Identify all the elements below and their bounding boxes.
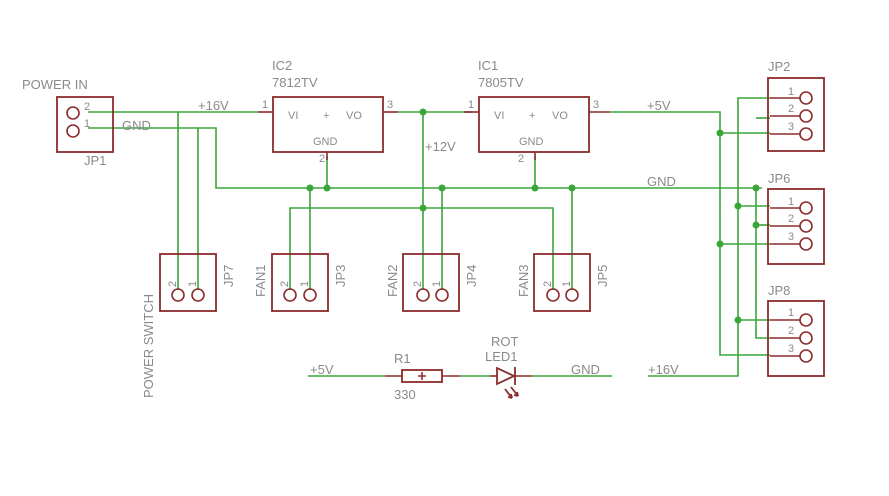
ic1-pin1: 1 <box>468 99 474 111</box>
net-gnd-jp1: GND <box>122 118 151 133</box>
led1-label: LED1 <box>485 349 518 364</box>
jp3-pin1: 1 <box>299 281 311 287</box>
jp2-label: JP2 <box>768 59 790 74</box>
jp2-pin2: 2 <box>788 103 794 115</box>
jp8-label: JP8 <box>768 283 790 298</box>
net-12v: +12V <box>425 139 456 154</box>
jp1-pin1: 1 <box>84 118 90 130</box>
jp5-pin1: 1 <box>561 281 573 287</box>
ic2-vi: VI <box>288 110 298 122</box>
jp1-pin2: 2 <box>84 101 90 113</box>
ic1-regulator: IC1 7805TV VI + VO GND 1 3 2 <box>464 58 610 165</box>
jp7-label: JP7 <box>221 265 236 287</box>
net-5v-bottom: +5V <box>310 362 334 377</box>
ic1-value: 7805TV <box>478 75 524 90</box>
net-16v-top: +16V <box>198 98 229 113</box>
jp5-pin2: 2 <box>542 281 554 287</box>
ic2-label: IC2 <box>272 58 292 73</box>
jp6-label: JP6 <box>768 171 790 186</box>
ic1-gnd: GND <box>519 136 544 148</box>
ic1-vo: VO <box>552 110 568 122</box>
fan3-label: FAN3 <box>516 264 531 297</box>
jp1-label: JP1 <box>84 153 106 168</box>
jp6-pin2: 2 <box>788 213 794 225</box>
jp7-pin1: 1 <box>187 281 199 287</box>
ic1-label: IC1 <box>478 58 498 73</box>
junctions <box>306 108 760 324</box>
jp8-pin3: 3 <box>788 343 794 355</box>
ic1-plus: + <box>529 110 535 122</box>
fan1-label: FAN1 <box>253 264 268 297</box>
jp8-pin1: 1 <box>788 307 794 319</box>
jp2-connector: JP2 1 2 3 <box>767 59 825 152</box>
ic2-pin2: 2 <box>319 153 325 165</box>
power-switch-label: POWER SWITCH <box>141 294 156 398</box>
ic2-plus: + <box>323 110 329 122</box>
jp7-connector: 2 1 JP7 POWER SWITCH <box>141 253 236 398</box>
led-color-label: ROT <box>491 334 519 349</box>
jp8-connector: JP8 1 2 3 <box>767 283 825 377</box>
net-labels: +16V GND +12V +5V GND +5V GND +16V <box>122 98 679 377</box>
jp3-label: JP3 <box>333 265 348 287</box>
jp6-pin3: 3 <box>788 231 794 243</box>
ic2-pin1: 1 <box>262 99 268 111</box>
jp7-pin2: 2 <box>167 281 179 287</box>
net-16v-bottom: +16V <box>648 362 679 377</box>
jp2-pin1: 1 <box>788 86 794 98</box>
net-gnd-bottom: GND <box>571 362 600 377</box>
jp3-connector: 2 1 JP3 FAN1 <box>253 253 348 312</box>
net-gnd-bus: GND <box>647 174 676 189</box>
r1-resistor: R1 330 <box>385 351 460 402</box>
jp6-connector: JP6 1 2 3 <box>767 171 825 265</box>
ic2-value: 7812TV <box>272 75 318 90</box>
ic2-vo: VO <box>346 110 362 122</box>
wires <box>88 97 770 377</box>
jp4-connector: 2 1 JP4 FAN2 <box>385 253 479 312</box>
jp4-pin1: 1 <box>431 281 443 287</box>
r1-value: 330 <box>394 387 416 402</box>
jp6-pin1: 1 <box>788 196 794 208</box>
ic1-pin2: 2 <box>518 153 524 165</box>
ic2-gnd: GND <box>313 136 338 148</box>
ic2-pin3: 3 <box>387 99 393 111</box>
net-5v-top: +5V <box>647 98 671 113</box>
r1-label: R1 <box>394 351 411 366</box>
jp5-label: JP5 <box>595 265 610 287</box>
fan2-label: FAN2 <box>385 264 400 297</box>
power-in-label: POWER IN <box>22 77 88 92</box>
jp4-pin2: 2 <box>412 281 424 287</box>
jp3-pin2: 2 <box>279 281 291 287</box>
jp2-pin3: 3 <box>788 121 794 133</box>
jp5-connector: 2 1 JP5 FAN3 <box>516 253 610 312</box>
jp1-connector: POWER IN JP1 2 1 <box>22 77 114 168</box>
jp8-pin2: 2 <box>788 325 794 337</box>
led1: ROT LED1 <box>485 334 532 399</box>
ic1-pin3: 3 <box>593 99 599 111</box>
jp4-label: JP4 <box>464 265 479 287</box>
ic2-regulator: IC2 7812TV VI + VO GND 1 3 2 <box>258 58 398 165</box>
ic1-vi: VI <box>494 110 504 122</box>
